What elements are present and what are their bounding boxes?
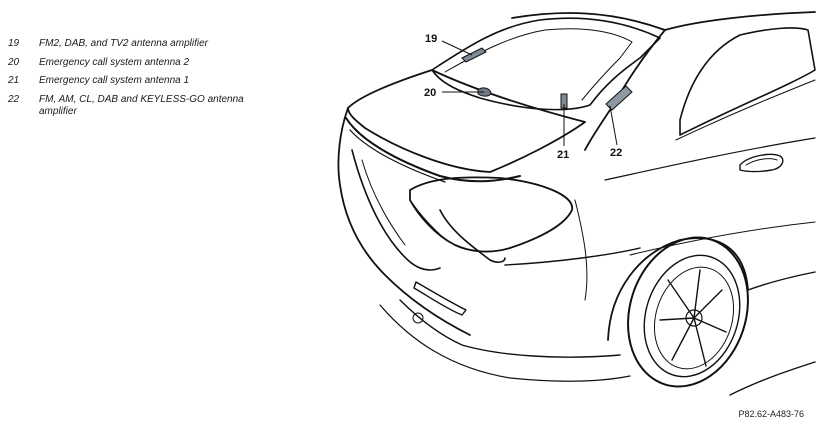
legend-item-22: 22 FM, AM, CL, DAB and KEYLESS-GO antenn… xyxy=(8,94,263,118)
legend-number: 20 xyxy=(8,56,20,68)
callout-22: 22 xyxy=(610,147,622,159)
wheel-arch xyxy=(607,237,749,341)
c-pillar xyxy=(584,29,666,151)
legend-text: FM, AM, CL, DAB and KEYLESS-GO antenna a… xyxy=(39,93,244,117)
legend-text: Emergency call system antenna 1 xyxy=(39,75,190,86)
bumper-bottom xyxy=(379,304,631,382)
roof-line xyxy=(511,11,816,31)
figure-reference: P82.62-A483-76 xyxy=(738,409,804,419)
tail-light-line xyxy=(409,199,447,241)
legend: 19 FM2, DAB, and TV2 antenna amplifier 2… xyxy=(8,38,263,124)
wheel-spoke xyxy=(693,289,723,319)
leader-line-22 xyxy=(609,105,618,146)
wheel-spoke xyxy=(659,317,695,321)
legend-item-21: 21 Emergency call system antenna 1 xyxy=(8,75,263,87)
tire xyxy=(627,236,749,388)
legend-text: Emergency call system antenna 2 xyxy=(39,56,190,68)
door-handle-inner xyxy=(745,158,778,166)
trunk-spoiler-edge xyxy=(345,117,521,183)
rim xyxy=(643,254,741,378)
legend-item-20: 20 Emergency call system antenna 2 xyxy=(8,57,263,69)
legend-number: 21 xyxy=(8,75,20,86)
tail-light xyxy=(409,176,573,253)
side-window-trim xyxy=(675,79,816,141)
antenna-20 xyxy=(477,87,492,97)
legend-number: 22 xyxy=(8,93,20,105)
trunk-lid xyxy=(347,69,586,173)
legend-item-19: 19 FM2, DAB, and TV2 antenna amplifier xyxy=(8,38,263,50)
rear-bumper-upper xyxy=(351,149,441,271)
ground-line xyxy=(729,361,816,396)
sill xyxy=(747,271,816,291)
antenna-19 xyxy=(461,47,487,63)
callout-19: 19 xyxy=(425,33,437,45)
rear-quarter xyxy=(574,199,588,301)
bumper-lower xyxy=(399,299,621,358)
legend-text: FM2, DAB, and TV2 antenna amplifier xyxy=(39,38,208,49)
body-side xyxy=(504,247,641,266)
rear-body xyxy=(337,107,471,336)
rear-fascia xyxy=(361,159,406,246)
leader-line-19 xyxy=(441,40,473,56)
wheel-spoke xyxy=(667,279,695,319)
legend-number: 19 xyxy=(8,38,20,49)
rear-window-outline xyxy=(431,17,661,111)
callout-21: 21 xyxy=(557,149,569,161)
rear-window-inner xyxy=(444,28,633,101)
wheel-spoke xyxy=(693,317,727,333)
wheel-hub xyxy=(685,309,703,327)
lower-crease xyxy=(629,221,816,256)
rim-inner xyxy=(653,266,735,370)
tow-hook-cover xyxy=(412,312,424,324)
tail-light-inner xyxy=(439,209,506,263)
wheel-spoke xyxy=(671,317,695,361)
shoulder-line xyxy=(604,137,816,181)
callout-20: 20 xyxy=(424,87,436,99)
door-handle xyxy=(739,153,784,173)
side-window xyxy=(679,27,816,136)
trunk-spoiler-lower xyxy=(349,129,446,183)
bumper-reflector xyxy=(413,281,467,316)
